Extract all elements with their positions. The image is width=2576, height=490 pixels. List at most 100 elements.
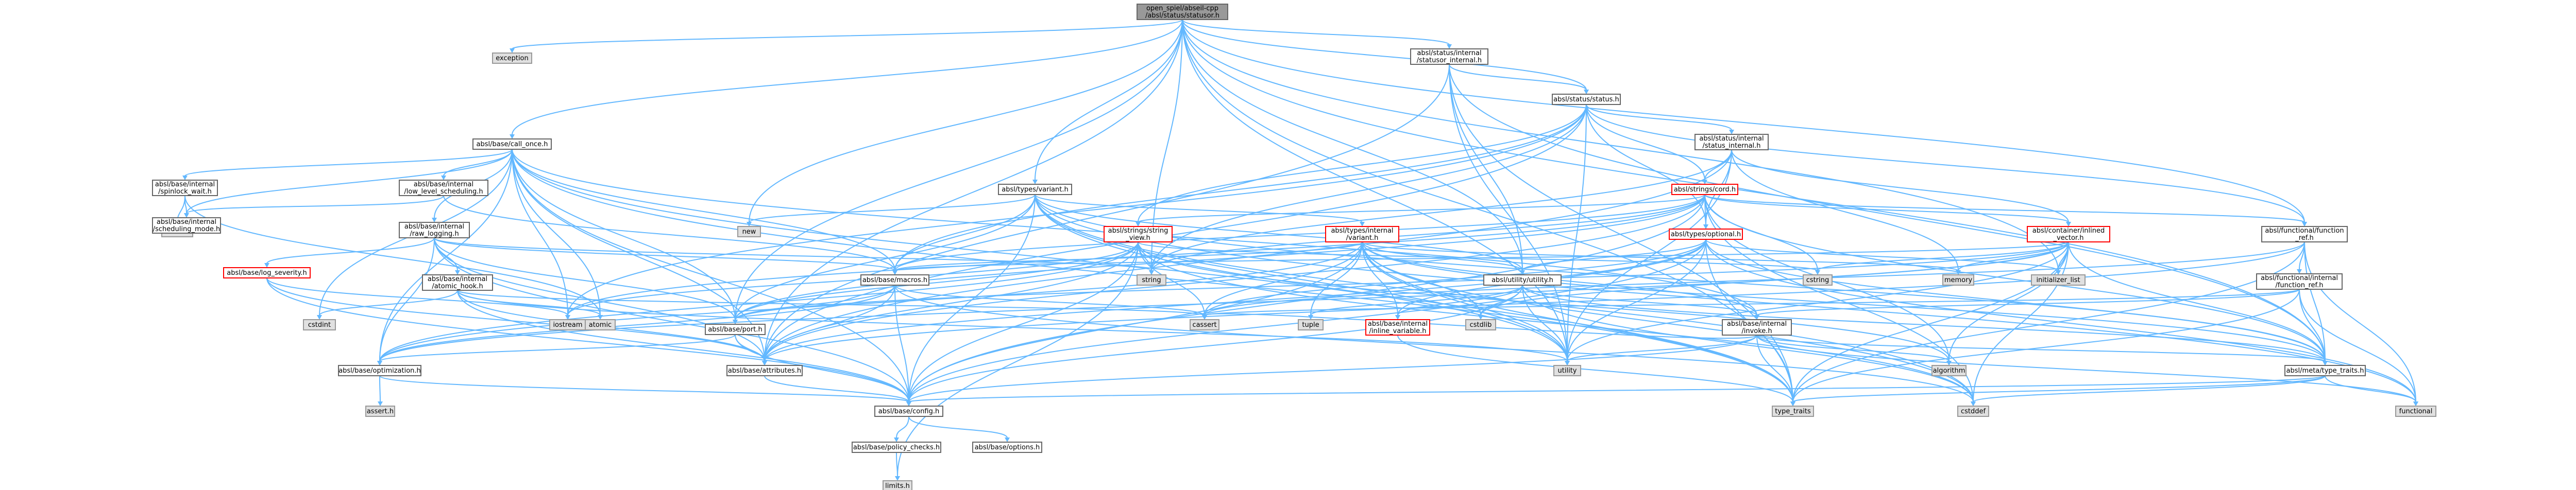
node-label: cstddef — [1961, 408, 1986, 415]
edge-line — [512, 19, 1183, 135]
arrowhead-icon — [1202, 315, 1207, 320]
edge-line — [434, 237, 895, 271]
node-function_ref[interactable]: absl/functional/function_ref.h — [2261, 226, 2348, 242]
node-box — [152, 217, 221, 234]
edge-line — [186, 195, 444, 214]
node-spinlock_wait[interactable]: absl/base/internal/spinlock_wait.h — [152, 180, 218, 196]
node-raw_logging[interactable]: absl/base/internal/raw_logging.h — [399, 222, 470, 238]
node-box — [1931, 365, 1967, 376]
node-meta_type_traits[interactable]: absl/meta/type_traits.h — [2284, 365, 2366, 376]
node-box — [737, 226, 761, 237]
edge-call_once-to-spinlock_wait — [182, 149, 513, 180]
edge-config-to-options — [908, 416, 1010, 442]
edge-root-to-attributes — [762, 19, 1183, 365]
node-type_traits: type_traits — [1772, 406, 1814, 417]
edge-cord-to-meta_type_traits — [1704, 194, 2328, 365]
arrowhead-icon — [432, 218, 437, 222]
node-optional[interactable]: absl/types/optional.h — [1669, 229, 1743, 240]
edge-line — [1792, 289, 2300, 402]
node-port[interactable]: absl/base/port.h — [705, 324, 766, 335]
node-label: algorithm — [1933, 367, 1965, 375]
arrowhead-icon — [441, 176, 446, 180]
edge-line — [379, 285, 895, 362]
node-box — [422, 274, 493, 291]
node-statusor_internal[interactable]: absl/status/internal/statusor_internal.h — [1410, 48, 1488, 65]
node-inlined_vector[interactable]: absl/container/inlined_vector.h — [2027, 226, 2110, 242]
node-optimization[interactable]: absl/base/optimization.h — [338, 365, 421, 376]
node-box — [1410, 48, 1488, 65]
arrowhead-icon — [1478, 315, 1483, 320]
arrowhead-icon — [1005, 437, 1010, 442]
edge-line — [1586, 104, 1732, 131]
node-label: absl/types/variant.h — [1002, 186, 1068, 194]
node-label: absl/base/internal — [1727, 320, 1787, 328]
node-label: new — [742, 228, 756, 236]
node-policy_checks[interactable]: absl/base/policy_checks.h — [852, 442, 941, 453]
edge-line — [1973, 375, 2326, 402]
edge-line — [894, 104, 1587, 271]
arrowhead-icon — [2302, 222, 2307, 226]
node-label: _vector.h — [2053, 234, 2084, 242]
edge-atomic_hook-to-config — [457, 290, 911, 406]
node-status[interactable]: absl/status/status.h — [1552, 94, 1621, 105]
arrowhead-icon — [1790, 401, 1795, 406]
edge-root-to-call_once — [510, 19, 1183, 139]
node-box — [399, 180, 488, 196]
edge-line — [908, 285, 1523, 402]
node-low_level_scheduling[interactable]: absl/base/internal/low_level_scheduling.… — [399, 180, 488, 196]
node-box — [1137, 274, 1166, 286]
node-cstring: cstring — [1803, 274, 1833, 286]
node-variant_internal[interactable]: absl/types/internal/variant.h — [1325, 226, 1399, 242]
node-memory: memory — [1942, 274, 1974, 286]
edge-line — [1756, 289, 2300, 316]
node-label: absl/base/internal — [428, 275, 487, 283]
edge-line — [1756, 335, 1950, 362]
node-box — [852, 442, 941, 453]
edge-status_internal-to-cord — [1702, 149, 1732, 184]
edge-line — [1704, 194, 2326, 362]
edge-line — [1138, 241, 1974, 402]
edge-line — [1182, 19, 1793, 402]
node-attributes[interactable]: absl/base/attributes.h — [726, 365, 803, 376]
edge-line — [764, 239, 1706, 362]
node-utility_h[interactable]: absl/utility/utility.h — [1483, 274, 1562, 286]
edge-log_severity-to-config — [266, 277, 911, 406]
edge-line — [735, 19, 1183, 321]
node-label: assert.h — [367, 408, 394, 415]
arrowhead-icon — [264, 263, 269, 268]
node-box — [883, 480, 912, 490]
node-status_internal[interactable]: absl/status/internal/status_internal.h — [1694, 134, 1769, 150]
node-box — [338, 365, 421, 376]
arrowhead-icon — [1729, 130, 1734, 134]
arrowhead-icon — [1395, 315, 1400, 320]
node-invoke[interactable]: absl/base/internal/invoke.h — [1722, 319, 1792, 336]
node-cord[interactable]: absl/strings/cord.h — [1671, 184, 1738, 195]
node-call_once[interactable]: absl/base/call_once.h — [472, 138, 552, 150]
edge-inlined_vector-to-cstring — [1815, 241, 2069, 275]
node-macros[interactable]: absl/base/macros.h — [860, 274, 929, 286]
node-inline_variable[interactable]: absl/base/internal/inline_variable.h — [1365, 319, 1430, 336]
node-box — [860, 274, 929, 286]
node-string_view[interactable]: absl/strings/string_view.h — [1104, 226, 1173, 242]
node-new: new — [737, 226, 761, 237]
node-root[interactable]: open_spiel/abseil-cpp/absl/status/status… — [1137, 4, 1228, 20]
node-options[interactable]: absl/base/options.h — [972, 442, 1042, 453]
node-label: absl/base/call_once.h — [477, 141, 548, 148]
edge-macros-to-port — [733, 285, 895, 324]
edge-line — [764, 241, 2305, 362]
arrowhead-icon — [762, 361, 767, 365]
node-scheduling_mode[interactable]: absl/base/internal/scheduling_mode.h — [152, 217, 221, 234]
edge-line — [735, 241, 2069, 321]
node-cstdlib: cstdlib — [1465, 319, 1496, 330]
node-variant[interactable]: absl/types/variant.h — [998, 184, 1072, 195]
node-function_ref_internal[interactable]: absl/functional/internal/function_ref.h — [2256, 273, 2343, 290]
edge-invoke-to-algorithm — [1756, 335, 1952, 365]
edge-statusor_internal-to-utility_h — [1449, 64, 1525, 275]
edge-line — [1792, 375, 2326, 402]
arrowhead-icon — [377, 361, 382, 365]
node-atomic_hook[interactable]: absl/base/internal/atomic_hook.h — [422, 274, 493, 291]
node-log_severity[interactable]: absl/base/log_severity.h — [223, 267, 311, 278]
node-label: absl/types/internal — [1331, 227, 1393, 235]
node-config[interactable]: absl/base/config.h — [874, 406, 943, 417]
